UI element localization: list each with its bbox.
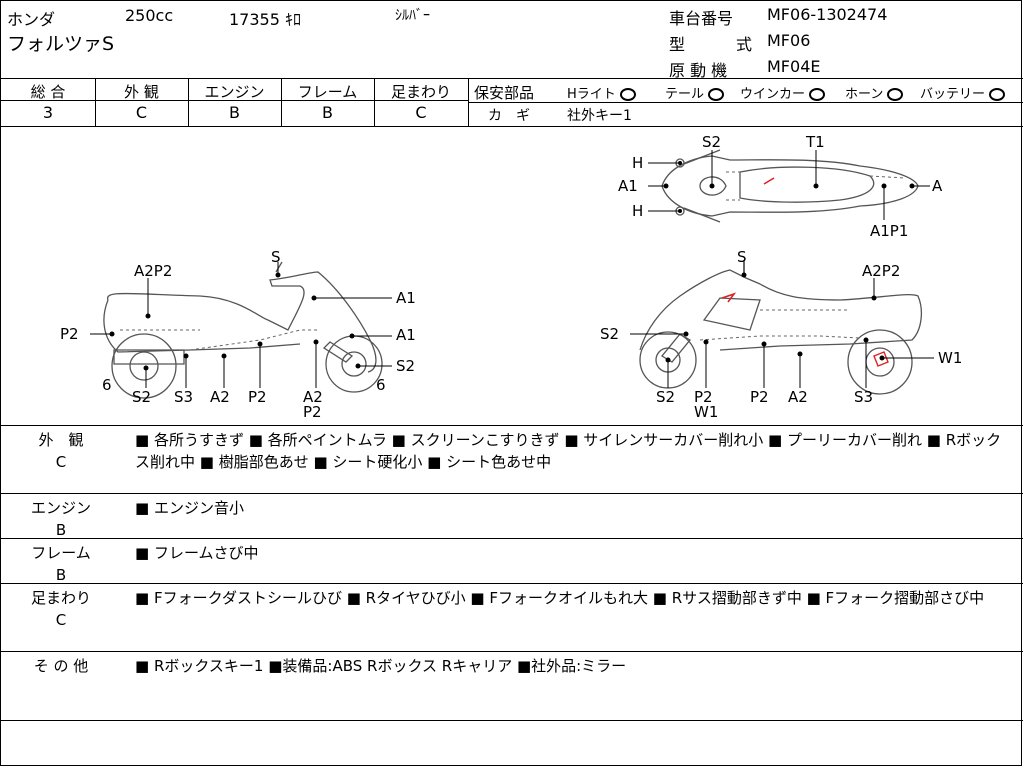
ok-circle-icon bbox=[809, 88, 826, 101]
divider bbox=[1, 651, 1023, 652]
exterior-grade: C bbox=[135, 103, 148, 122]
remark-title-other: そ の 他 bbox=[33, 657, 89, 675]
key-label: カ ギ bbox=[488, 108, 530, 124]
safety-tail: テール bbox=[665, 83, 725, 102]
divider bbox=[95, 78, 96, 126]
safety-headlight: Hライト bbox=[567, 83, 636, 102]
ok-circle-icon bbox=[887, 88, 904, 101]
suspension-grade-label: 足まわり bbox=[390, 83, 451, 101]
divider bbox=[1, 126, 1023, 127]
engine-grade: B bbox=[229, 103, 240, 122]
overall-label: 総 合 bbox=[30, 83, 66, 101]
divider bbox=[468, 78, 469, 126]
battery-label: バッテリー bbox=[920, 87, 986, 102]
divider bbox=[1, 425, 1023, 426]
frame-no-label: 車台番号 bbox=[669, 9, 734, 28]
divider bbox=[1, 78, 1023, 79]
ok-circle-icon bbox=[989, 88, 1006, 101]
ok-circle-icon bbox=[708, 88, 725, 101]
remark-text-suspension: ■ Fフォークダストシールひび ■ Rタイヤひび小 ■ Fフォークオイルもれ大 … bbox=[135, 589, 985, 607]
overall-grade: 3 bbox=[42, 103, 54, 122]
safety-battery: バッテリー bbox=[920, 83, 1006, 102]
safety-horn: ホーン bbox=[845, 83, 904, 102]
divider bbox=[374, 78, 375, 126]
divider bbox=[1, 720, 1023, 721]
divider bbox=[1, 583, 1023, 584]
horn-label: ホーン bbox=[845, 87, 884, 102]
suspension-grade: C bbox=[415, 103, 427, 122]
remark-text-engine: ■ エンジン音小 bbox=[135, 499, 244, 517]
divider bbox=[1, 100, 468, 101]
type-value: MF06 bbox=[767, 31, 811, 50]
winker-label: ウインカー bbox=[740, 87, 806, 102]
engine-label: 原 動 機 bbox=[669, 61, 728, 80]
headlight-label: Hライト bbox=[567, 87, 616, 102]
divider bbox=[281, 78, 282, 126]
exterior-label: 外 観 bbox=[124, 83, 159, 101]
frame-no: MF06-1302474 bbox=[767, 5, 888, 24]
remark-text-other: ■ Rボックスキー1 ■装備品:ABS Rボックス Rキャリア ■社外品:ミラー bbox=[135, 657, 627, 675]
color: ｼﾙﾊﾞｰ bbox=[395, 8, 430, 24]
divider bbox=[1, 538, 1023, 539]
safety-label: 保安部品 bbox=[474, 84, 535, 102]
model-name: フォルツァS bbox=[7, 33, 115, 55]
displacement: 250cc bbox=[125, 6, 174, 25]
key-value: 社外キー1 bbox=[567, 108, 632, 124]
remark-text-frame: ■ フレームさび中 bbox=[135, 544, 259, 562]
engine-value: MF04E bbox=[767, 57, 821, 76]
frame-grade-label: フレーム bbox=[297, 83, 358, 101]
engine-grade-label: エンジン bbox=[204, 83, 265, 101]
maker: ホンダ bbox=[7, 10, 56, 29]
divider bbox=[188, 78, 189, 126]
divider bbox=[468, 102, 1023, 103]
type-label-1: 型 bbox=[669, 35, 686, 54]
remark-text-exterior: ■ 各所うすきず ■ 各所ペイントムラ ■ スクリーンこすりきず ■ サイレンサ… bbox=[135, 431, 1002, 471]
type-label-2: 式 bbox=[736, 35, 753, 54]
ok-circle-icon bbox=[619, 88, 636, 101]
tail-label: テール bbox=[665, 87, 705, 102]
divider bbox=[1, 493, 1023, 494]
safety-winker: ウインカー bbox=[740, 83, 826, 102]
frame-grade: B bbox=[322, 103, 333, 122]
mileage: 17355 ｷﾛ bbox=[229, 10, 301, 29]
